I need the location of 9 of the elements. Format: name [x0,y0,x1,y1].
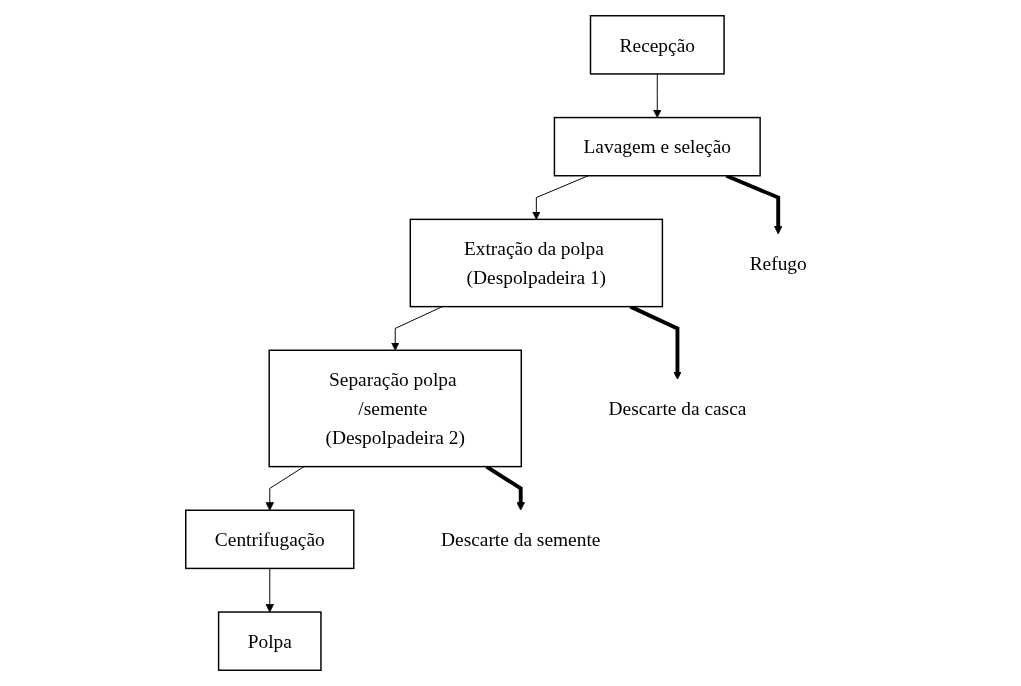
node-box: Recepção [589,15,725,75]
node-box: Polpa [217,611,322,671]
node-box: Extração da polpa (Despolpadeira 1) [409,218,663,308]
node-text: Descarte da semente [440,528,601,550]
node-text: Descarte da casca [608,397,747,420]
node-box: Lavagem e seleção [553,116,761,177]
node-box: Centrifugação [184,509,355,570]
node-box: Separação polpa /semente (Despolpadeira 2) [268,349,522,468]
node-text: Refugo [749,252,807,274]
